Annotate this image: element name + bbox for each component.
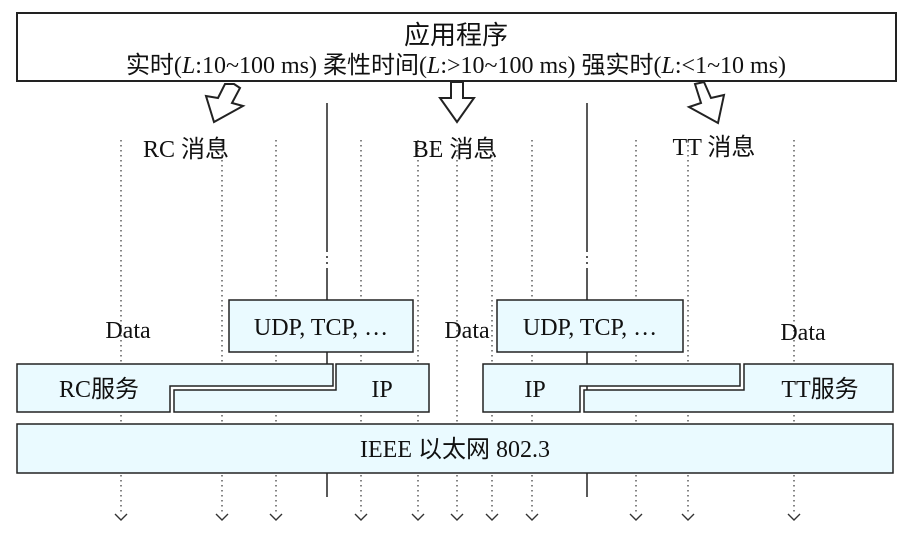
udp-tcp-label-left: UDP, TCP, … (254, 315, 388, 341)
application-box: 应用程序 实时(L:10~100 ms) 柔性时间(L:>10~100 ms) … (16, 12, 897, 82)
arrowhead-8 (525, 513, 539, 521)
arrowhead-5 (411, 513, 425, 521)
arrowhead-10 (681, 513, 695, 521)
left-service-block: RC服务 IP (16, 363, 430, 413)
tt-service-box (583, 363, 894, 413)
arrowhead-11 (787, 513, 801, 521)
arrowhead-1 (114, 513, 128, 521)
udp-tcp-box-right: UDP, TCP, … (496, 299, 684, 353)
udp-tcp-label-right: UDP, TCP, … (523, 315, 657, 341)
tt-message-label: TT 消息 (673, 134, 756, 161)
arrowhead-2 (215, 513, 229, 521)
data-label-right: Data (780, 320, 826, 346)
ethernet-bar: IEEE 以太网 802.3 (16, 423, 894, 474)
udp-tcp-box-left: UDP, TCP, … (228, 299, 414, 353)
arrowhead-6 (450, 513, 464, 521)
latency-classes-text: 实时(L:10~100 ms) 柔性时间(L:>10~100 ms) 强实时(L… (126, 52, 786, 79)
arrowhead-4 (354, 513, 368, 521)
data-label-middle: Data (444, 318, 490, 344)
ethernet-label: IEEE 以太网 802.3 (360, 436, 550, 463)
ip-box-right (482, 363, 741, 413)
arrowhead-3 (269, 513, 283, 521)
be-hollow-down-arrow (438, 81, 476, 124)
arrowhead-9 (629, 513, 643, 521)
ip-box-left (173, 363, 430, 413)
tt-hollow-down-arrow (686, 80, 726, 125)
application-title: 应用程序 (404, 21, 508, 50)
ip-label-left: IP (371, 377, 392, 403)
ip-label-right: IP (524, 377, 545, 403)
rc-message-label: RC 消息 (143, 136, 229, 163)
rc-service-label: RC服务 (59, 376, 139, 403)
rc-hollow-down-arrow (204, 83, 246, 124)
rc-service-box (16, 363, 334, 413)
be-message-label: BE 消息 (413, 136, 498, 163)
data-label-left: Data (105, 318, 151, 344)
right-service-block: IP TT服务 (482, 363, 894, 413)
arrowhead-7 (485, 513, 499, 521)
tt-service-label: TT服务 (781, 376, 858, 403)
